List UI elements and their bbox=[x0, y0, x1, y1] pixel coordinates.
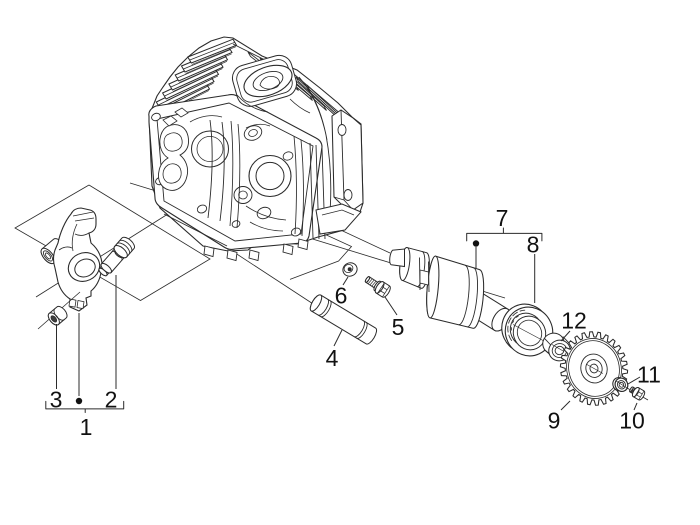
svg-text:12: 12 bbox=[561, 308, 587, 334]
svg-text:9: 9 bbox=[548, 408, 561, 434]
svg-text:7: 7 bbox=[496, 205, 509, 231]
svg-text:1: 1 bbox=[80, 414, 93, 440]
svg-text:10: 10 bbox=[619, 408, 645, 434]
svg-text:4: 4 bbox=[326, 345, 339, 371]
svg-text:2: 2 bbox=[105, 387, 118, 413]
svg-text:11: 11 bbox=[637, 362, 661, 388]
svg-text:6: 6 bbox=[335, 283, 348, 309]
svg-text:5: 5 bbox=[392, 314, 405, 340]
svg-text:8: 8 bbox=[527, 232, 540, 258]
svg-text:3: 3 bbox=[50, 387, 63, 413]
